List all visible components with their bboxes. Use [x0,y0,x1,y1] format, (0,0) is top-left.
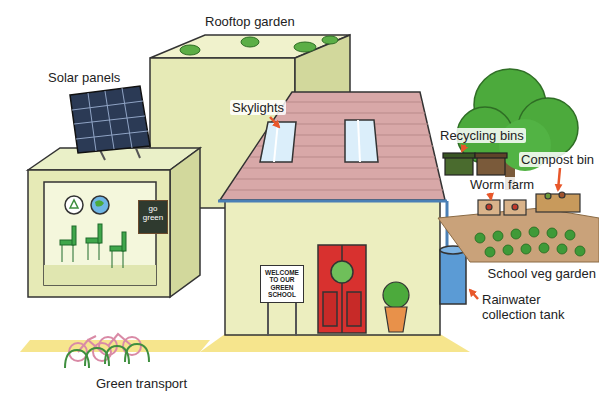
recycling-label: Recycling bins [438,128,526,143]
front-wall [225,200,440,335]
recycling-bins [443,153,507,175]
chalkboard: go green [138,200,168,234]
door [318,245,366,333]
worm-farm [478,200,526,215]
worm-farm-label: Worm farm [468,177,536,192]
solar-panel [70,86,150,160]
roof [218,92,447,201]
compost-label: Compost bin [519,152,596,167]
veg-garden-label: School veg garden [488,266,596,281]
rooftop-label: Rooftop garden [205,14,295,29]
node-text: WELCOME TO OUR GREEN SCHOOL [263,269,301,299]
veg-garden [438,208,599,262]
path [200,334,470,352]
sign-post [295,300,297,336]
pot-plant [383,282,409,332]
bike-rack [65,334,149,368]
solar-label: Solar panels [48,70,120,85]
rooftop-garden [180,36,338,55]
classroom [28,148,200,297]
transport-label: Green transport [96,376,187,391]
chairs [60,224,126,268]
compost-bin [536,192,580,212]
node-text: go green [141,204,165,222]
skylight-label: Skylights [230,100,286,115]
rainwater-label: Rainwater collection tank [482,292,594,322]
sign-post [267,300,269,336]
welcome-sign: WELCOME TO OUR GREEN SCHOOL [260,265,304,303]
